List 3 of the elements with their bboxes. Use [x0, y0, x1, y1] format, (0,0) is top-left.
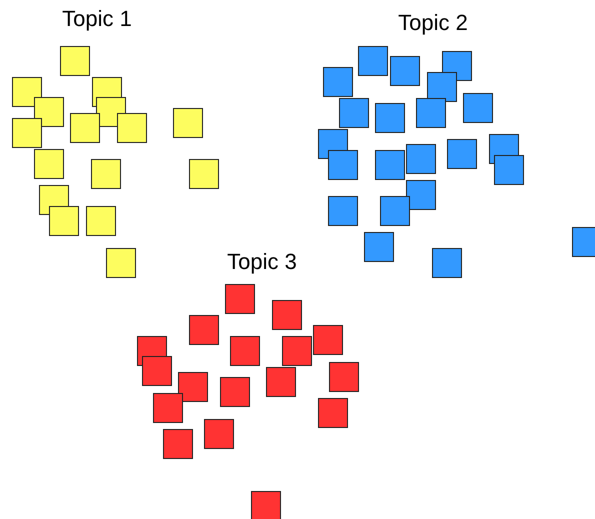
- cluster-heading: Topic 1: [62, 6, 132, 32]
- cluster-heading: Topic 2: [398, 10, 468, 36]
- cluster-heading: Topic 3: [227, 249, 297, 275]
